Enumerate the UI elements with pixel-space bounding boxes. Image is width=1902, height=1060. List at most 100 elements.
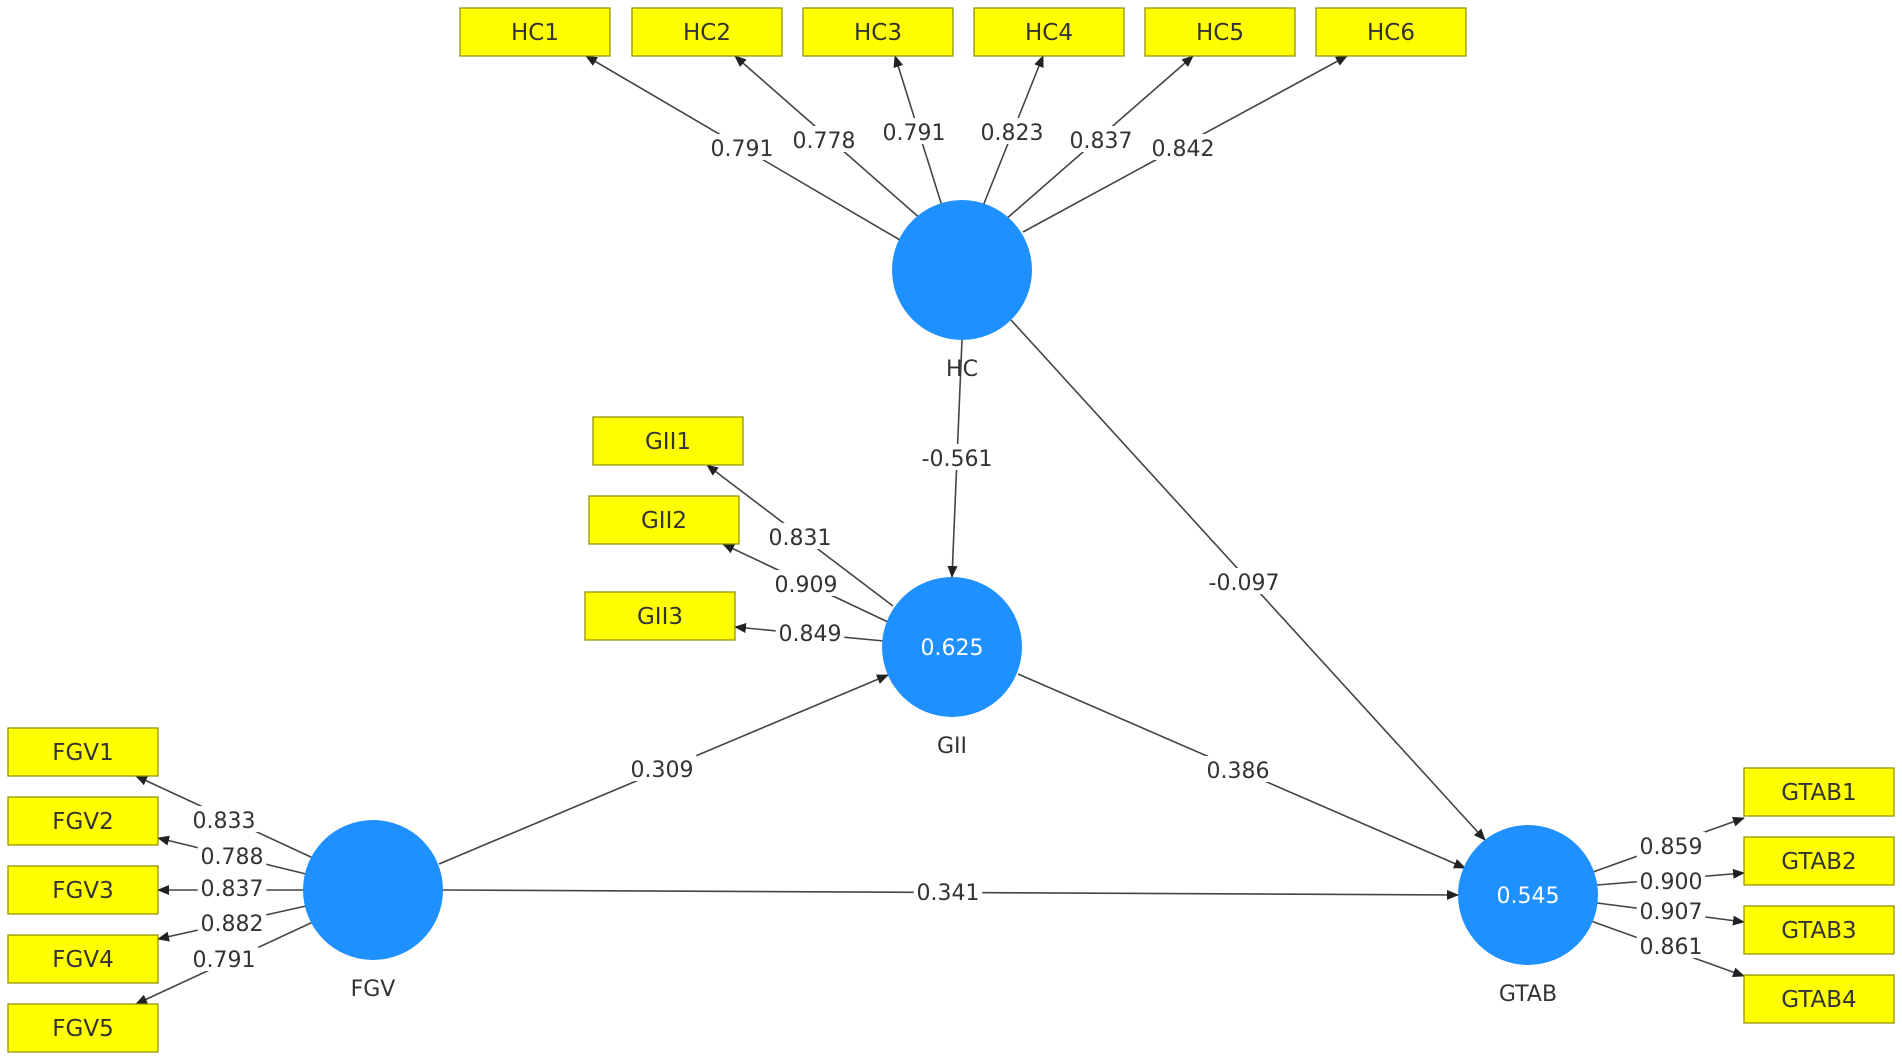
indicator-gtab2[interactable]: GTAB2	[1743, 836, 1895, 886]
construct-label-hc: HC	[946, 357, 978, 382]
indicator-fgv2[interactable]: FGV2	[7, 796, 159, 846]
loading-value-fgv1-group: 0.833	[189, 806, 259, 834]
construct-fgv[interactable]: FGV	[303, 820, 443, 1002]
indicator-box-hc4[interactable]	[973, 7, 1125, 57]
loading-value-gtab4-group: 0.861	[1636, 932, 1706, 960]
construct-hc[interactable]: HC	[892, 200, 1032, 382]
loading-value-hc2-group: 0.778	[789, 126, 859, 154]
indicator-box-hc1[interactable]	[459, 7, 611, 57]
indicator-hc2[interactable]: HC2	[631, 7, 783, 57]
indicator-gtab4[interactable]: GTAB4	[1743, 974, 1895, 1024]
indicator-gii3[interactable]: GII3	[584, 591, 736, 641]
indicator-box-fgv1[interactable]	[7, 727, 159, 777]
path-coefficient-fgv-to-gtab-group: 0.341	[913, 878, 983, 906]
indicator-fgv4[interactable]: FGV4	[7, 934, 159, 984]
indicator-label-gtab1: GTAB1	[1781, 780, 1856, 806]
construct-circle-fgv[interactable]	[303, 820, 443, 960]
loading-value-gii3: 0.849	[779, 622, 842, 647]
indicator-label-gii3: GII3	[637, 604, 683, 630]
coefficient-labels-layer: 0.791 0.778 0.791 0.823 0.837 0.842 0.831 0.909…	[189, 118, 1706, 973]
indicator-label-fgv1: FGV1	[52, 740, 113, 766]
indicator-box-gii2[interactable]	[588, 495, 740, 545]
loading-value-fgv4-bg	[197, 909, 267, 935]
indicator-label-hc5: HC5	[1196, 20, 1244, 46]
loading-value-gii2: 0.909	[775, 573, 838, 598]
indicator-box-fgv3[interactable]	[7, 865, 159, 915]
indicator-gtab1[interactable]: GTAB1	[1743, 767, 1895, 817]
loading-value-fgv4: 0.882	[201, 912, 264, 937]
path-coefficient-gii-to-gtab-group: 0.386	[1203, 756, 1273, 784]
construct-circle-gii[interactable]	[882, 577, 1022, 717]
path-coefficient-fgv-to-gtab: 0.341	[917, 881, 980, 906]
loading-value-hc4-group: 0.823	[977, 118, 1047, 146]
path-coefficient-fgv-to-gtab-bg	[913, 878, 983, 904]
indicator-gtab3[interactable]: GTAB3	[1743, 905, 1895, 955]
indicator-box-hc2[interactable]	[631, 7, 783, 57]
indicator-box-fgv2[interactable]	[7, 796, 159, 846]
indicator-hc4[interactable]: HC4	[973, 7, 1125, 57]
loading-value-fgv5-bg	[189, 945, 259, 971]
path-coefficient-hc-to-gii-bg	[916, 444, 998, 470]
indicator-box-gtab3[interactable]	[1743, 905, 1895, 955]
loading-value-gii3-group: 0.849	[775, 619, 845, 647]
path-coefficient-gii-to-gtab: 0.386	[1207, 759, 1270, 784]
loading-value-hc6-group: 0.842	[1148, 134, 1218, 162]
path-coefficient-hc-to-gii-group: -0.561	[916, 444, 998, 472]
loading-value-fgv3-bg	[197, 874, 267, 900]
indicator-label-gii2: GII2	[641, 508, 687, 534]
loading-value-gii1: 0.831	[769, 526, 832, 551]
indicator-box-fgv5[interactable]	[7, 1003, 159, 1053]
loading-value-hc3-bg	[879, 118, 949, 144]
indicator-label-fgv4: FGV4	[52, 947, 113, 973]
indicator-label-gtab3: GTAB3	[1781, 918, 1856, 944]
indicator-box-gii3[interactable]	[584, 591, 736, 641]
construct-label-gtab: GTAB	[1499, 982, 1557, 1007]
loading-value-hc4: 0.823	[981, 121, 1044, 146]
indicator-box-hc5[interactable]	[1144, 7, 1296, 57]
construct-circle-gtab[interactable]	[1458, 825, 1598, 965]
loading-value-hc3-group: 0.791	[879, 118, 949, 146]
loading-value-fgv5-group: 0.791	[189, 945, 259, 973]
loading-value-hc4-bg	[977, 118, 1047, 144]
loading-value-gii3-bg	[775, 619, 845, 645]
indicator-box-hc6[interactable]	[1315, 7, 1467, 57]
indicator-box-gii1[interactable]	[592, 416, 744, 466]
path-coefficient-fgv-to-gii-group: 0.309	[627, 755, 697, 783]
loading-value-hc5-group: 0.837	[1066, 126, 1136, 154]
indicator-fgv1[interactable]: FGV1	[7, 727, 159, 777]
indicator-label-hc6: HC6	[1367, 20, 1415, 46]
loading-value-fgv4-group: 0.882	[197, 909, 267, 937]
loading-value-hc1-group: 0.791	[707, 134, 777, 162]
indicator-hc5[interactable]: HC5	[1144, 7, 1296, 57]
loading-value-hc1: 0.791	[711, 137, 774, 162]
construct-circle-hc[interactable]	[892, 200, 1032, 340]
loading-value-gtab3: 0.907	[1640, 900, 1703, 925]
indicator-fgv3[interactable]: FGV3	[7, 865, 159, 915]
indicator-hc6[interactable]: HC6	[1315, 7, 1467, 57]
indicator-box-gtab1[interactable]	[1743, 767, 1895, 817]
loading-value-fgv3-group: 0.837	[197, 874, 267, 902]
path-coefficient-gii-to-gtab-bg	[1203, 756, 1273, 782]
indicator-hc1[interactable]: HC1	[459, 7, 611, 57]
indicator-gii2[interactable]: GII2	[588, 495, 740, 545]
path-coefficient-hc-to-gtab-bg	[1203, 568, 1285, 594]
loading-value-gtab4: 0.861	[1640, 935, 1703, 960]
construct-label-gii: GII	[937, 734, 967, 759]
path-coefficient-hc-to-gii: -0.561	[922, 447, 993, 472]
loading-value-fgv2: 0.788	[201, 845, 264, 870]
indicator-fgv5[interactable]: FGV5	[7, 1003, 159, 1053]
indicator-box-fgv4[interactable]	[7, 934, 159, 984]
loading-value-gtab2: 0.900	[1640, 870, 1703, 895]
loading-value-gtab1: 0.859	[1640, 835, 1703, 860]
indicator-gii1[interactable]: GII1	[592, 416, 744, 466]
indicator-hc3[interactable]: HC3	[802, 7, 954, 57]
loading-value-fgv3: 0.837	[201, 877, 264, 902]
indicator-box-gtab4[interactable]	[1743, 974, 1895, 1024]
indicator-box-hc3[interactable]	[802, 7, 954, 57]
indicator-box-gtab2[interactable]	[1743, 836, 1895, 886]
